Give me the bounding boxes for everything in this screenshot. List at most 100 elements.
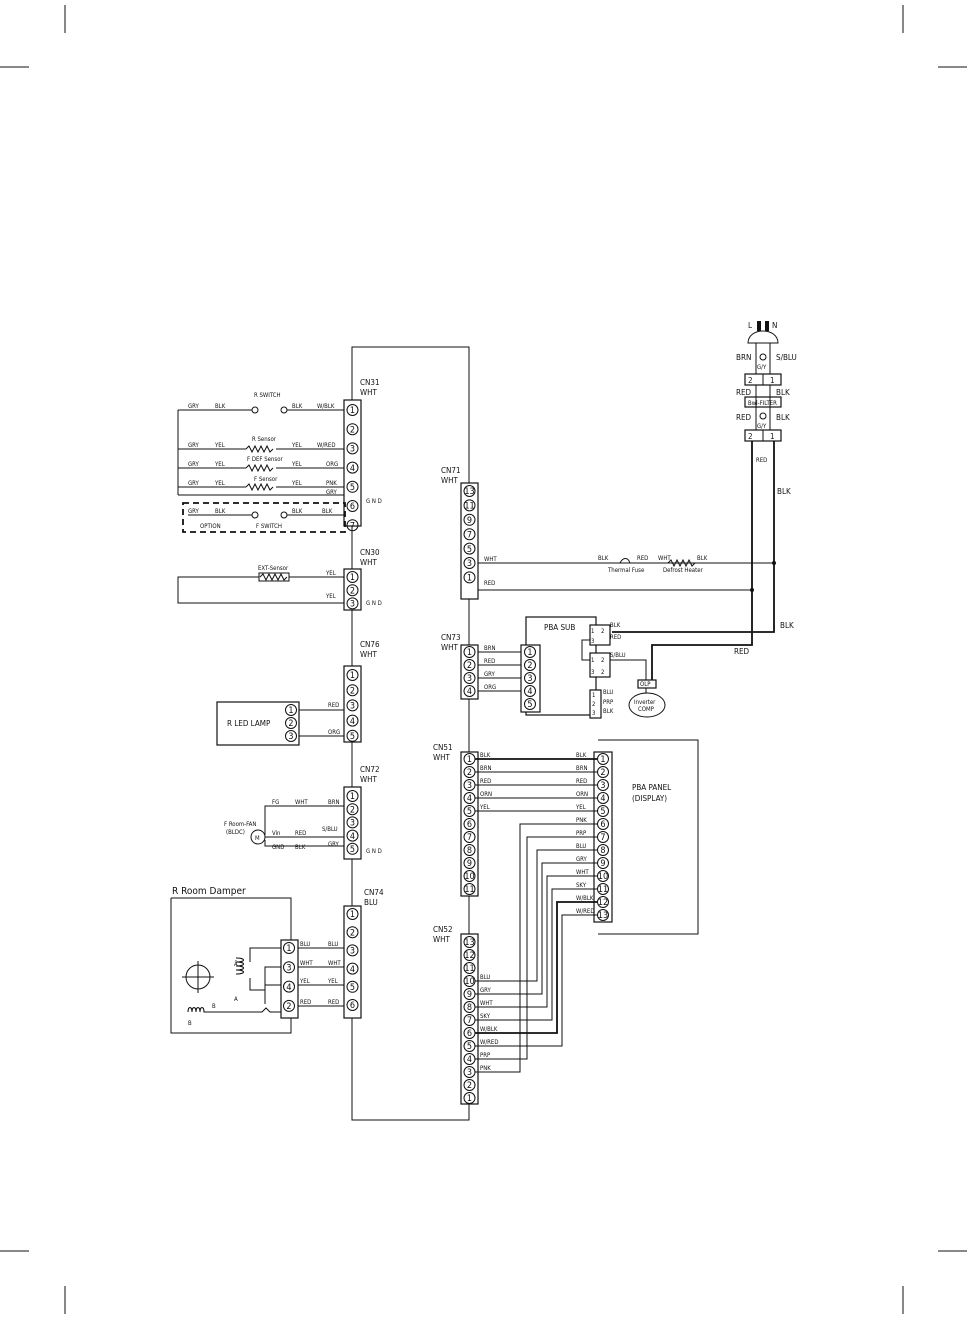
pba-panel-pin-number: 3 [600,781,605,791]
cn31-pin [346,461,359,474]
svg-text:R SWITCH: R SWITCH [254,392,281,399]
svg-text:R Room Damper: R Room Damper [172,886,246,897]
svg-text:GRY: GRY [188,461,200,468]
cn71-pin-number: 1 [467,574,472,584]
cn71-pin-number: 9 [467,516,472,526]
cn31-pin-number: 1 [350,406,355,416]
cn51-pin-number: 4 [467,794,472,804]
svg-text:RED: RED [300,999,311,1006]
pba-sub-pin [524,659,536,671]
cn52-wire-label: GRY [480,987,492,994]
svg-text:M: M [255,835,260,842]
svg-text:1: 1 [592,692,595,699]
svg-text:RED: RED [295,830,306,837]
svg-text:RED: RED [756,457,767,464]
cn52-pin-number: 12 [464,951,474,961]
cn51-pin [463,857,476,869]
cn71-pin [463,557,476,569]
pba-panel-pin-number: 6 [600,820,605,830]
pba-panel-pin-number: 7 [600,833,605,843]
svg-text:GRY: GRY [188,403,200,410]
cn52-pin [463,936,476,948]
pba-panel-pin-number: 13 [598,911,608,921]
svg-text:BLU: BLU [300,941,310,948]
cn52-wire-label: W/RED [480,1039,498,1046]
svg-text:WHT: WHT [328,960,341,967]
cn52-wire-label: SKY [480,1013,491,1020]
svg-text:Vin: Vin [272,830,280,837]
svg-text:F Room-FAN: F Room-FAN [224,821,256,828]
svg-text:R LED LAMP: R LED LAMP [227,719,271,728]
cn51-pin [463,883,476,895]
pba-sub-pin-number: 2 [527,661,532,671]
cn51-pin-number: 9 [467,859,472,869]
svg-text:WHT: WHT [300,960,313,967]
svg-text:RED: RED [637,555,648,562]
cn74-pin [346,926,359,939]
cn52-wire-label: BLU [480,974,490,981]
svg-text:G N D: G N D [366,498,382,505]
cn30-pin [346,571,359,583]
cn31-pin [346,404,359,416]
cn73-pin-number: 4 [467,687,472,697]
svg-text:2: 2 [748,376,753,385]
cn30-pin-number: 1 [350,573,355,583]
damper-pin [283,999,295,1012]
panel-wire-label: SKY [576,882,587,889]
svg-text:OPTION: OPTION [200,523,221,530]
svg-text:OLP: OLP [640,681,651,688]
cn31-pin-number: 3 [350,445,355,455]
svg-text:YEL: YEL [327,978,338,985]
led-pin [285,730,297,742]
cn72-pin-number: 4 [350,832,355,842]
cn52-wire-label: W/BLK [480,1026,498,1033]
pba-panel-pin-number: 8 [600,846,605,856]
svg-text:1: 1 [591,657,594,664]
svg-text:BLK: BLK [776,388,790,397]
led-pin-number: 3 [288,732,293,742]
svg-text:B: B [188,1020,192,1027]
svg-text:WHT: WHT [360,650,378,659]
room-fan: F Room-FAN (BLDC) M FG Vin GND WHT BRN R… [224,799,344,851]
cn72-pin [346,816,359,829]
svg-text:WHT: WHT [484,556,497,563]
svg-text:RED: RED [610,634,621,641]
svg-text:CN74: CN74 [364,888,384,897]
cn52-wire [475,875,597,1008]
svg-text:BLK: BLK [780,621,794,630]
svg-text:BLK: BLK [295,844,306,851]
svg-text:FG: FG [272,799,279,806]
svg-text:1: 1 [770,376,775,385]
cn52-pin-number: 9 [467,990,472,1000]
panel-wire-label: WHT [576,869,589,876]
display-harness: BLKBRNREDORNYELPNKPRPBLUGRYWHTSKYW/BLKW/… [475,752,597,1073]
pba-panel-pin-number: 11 [598,885,608,895]
svg-text:WHT: WHT [433,753,451,762]
svg-text:RED: RED [328,999,339,1006]
pba-sub-pin [524,685,536,697]
svg-text:YEL: YEL [325,570,336,577]
svg-text:YEL: YEL [291,480,302,487]
svg-text:YEL: YEL [214,442,225,449]
svg-text:2: 2 [592,701,595,708]
pba-sub-pin-number: 5 [527,700,532,710]
svg-text:2: 2 [748,432,753,441]
svg-text:G/Y: G/Y [757,423,767,430]
cn72-pin-number: 5 [350,845,355,855]
svg-text:3: 3 [591,669,594,676]
main-board-outline [351,346,470,1121]
cn51-pin-number: 5 [467,807,472,817]
cn52-pin-number: 11 [464,964,474,974]
cn71-pin [463,528,476,541]
cn30-pin [346,597,359,610]
cn31-pin-number: 2 [350,425,355,435]
pba-panel-pin [597,909,609,921]
svg-text:WHT: WHT [441,643,459,652]
svg-text:WHT: WHT [433,935,451,944]
svg-text:GRY: GRY [188,480,200,487]
cn30-pin-number: 3 [350,600,355,610]
pba-panel-pin [597,779,609,791]
